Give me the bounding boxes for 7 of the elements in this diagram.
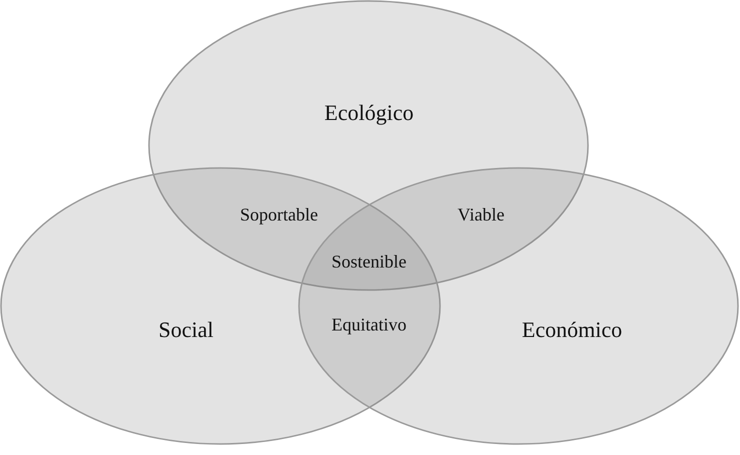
set-label: Social <box>158 317 214 343</box>
overlap-label: Viable <box>458 204 504 226</box>
overlap-label: Equitativo <box>332 314 406 336</box>
set-label: Ecológico <box>324 100 414 126</box>
overlap-label: Soportable <box>240 204 318 226</box>
overlap-label: Sostenible <box>332 252 406 272</box>
set-label: Económico <box>522 317 622 343</box>
